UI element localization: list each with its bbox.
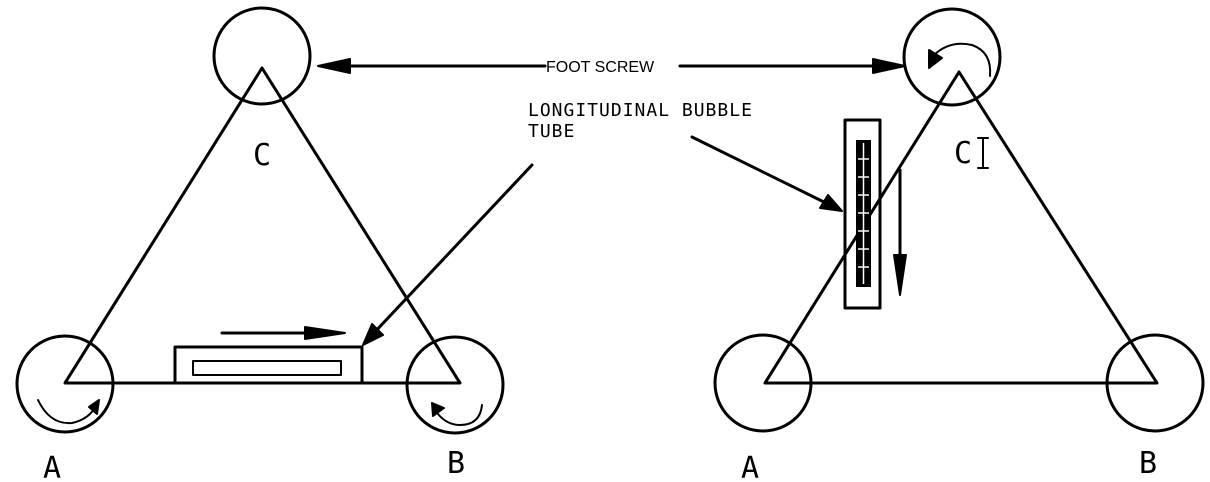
left-bubble-tube-leader [362,163,534,346]
left-label-c: C [253,138,271,173]
left-bubble-direction-arrow [220,326,346,340]
bubble-tube-annotation: LONGITUDINAL BUBBLE TUBE [528,100,753,142]
right-label-c: C [954,136,972,171]
foot-screw-label: FOOT SCREW [546,59,655,76]
left-triangle [63,66,462,385]
bubble-tube-label-line2: TUBE [528,121,575,142]
left-label-b: B [447,446,465,481]
bubble-tube-label-line1: LONGITUDINAL BUBBLE [528,100,753,121]
left-foot-screw-b [405,335,505,435]
left-figure: C A B [15,6,534,482]
right-rotation-arrow-c [928,42,992,77]
right-label-b: B [1139,446,1157,481]
foot-screw-annotation: FOOT SCREW [317,58,906,76]
right-figure: C A B [690,7,1205,482]
right-foot-screw-c [902,7,1002,107]
right-triangle [763,70,1159,385]
right-label-a: A [741,451,759,482]
left-rotation-arrow-a [37,399,100,425]
right-bubble-direction-arrow [893,168,907,296]
text-cursor-icon [977,137,989,169]
left-foot-screw-c [212,6,312,106]
right-bubble-tube [843,118,882,310]
left-rotation-arrow-b [431,402,483,426]
left-bubble-tube [173,345,364,385]
right-bubble-tube-leader [690,135,843,212]
left-label-a: A [43,451,61,482]
